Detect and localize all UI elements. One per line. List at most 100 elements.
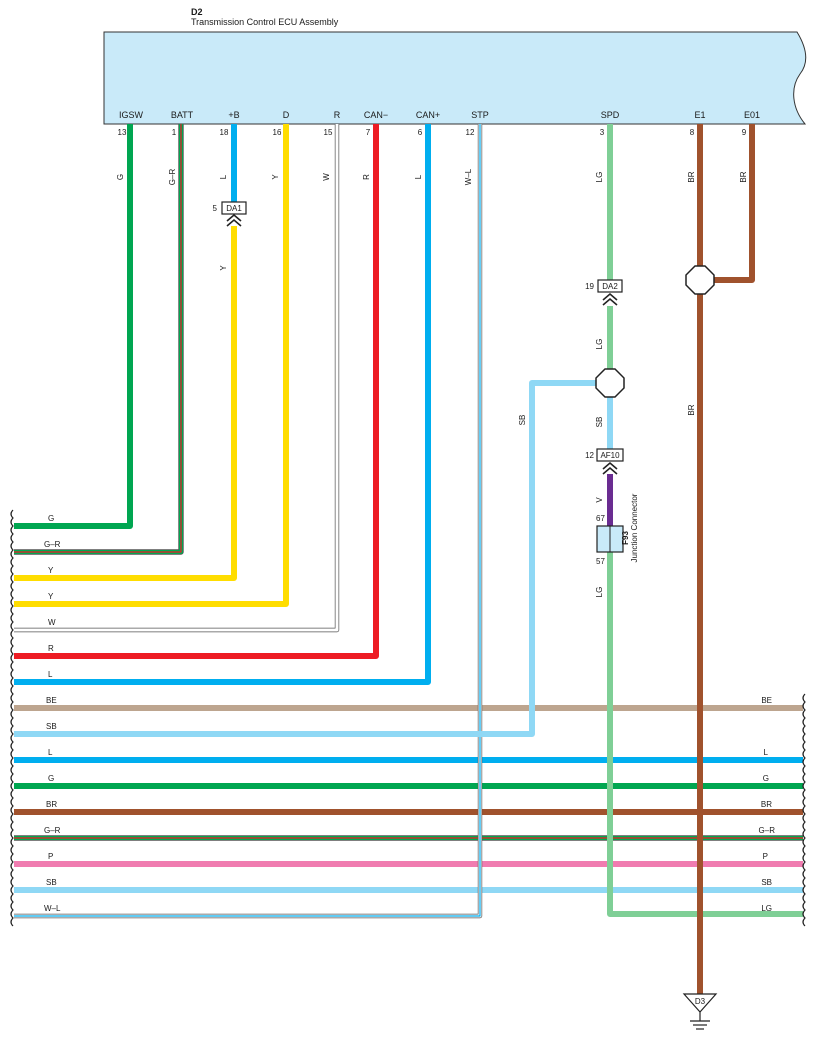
wire-label-d: Y: [271, 174, 280, 180]
break-right: [802, 693, 806, 927]
connector-da2-chevron-icon: [602, 292, 618, 306]
wire-label-spd: LG: [595, 172, 604, 183]
pin-name-plus-b: +B: [228, 110, 239, 120]
pin-name-e1: E1: [694, 110, 705, 120]
bus-label-right: BE: [761, 696, 772, 705]
wire-label-e01: BR: [739, 171, 748, 182]
connector-af10-chevron-icon: [602, 461, 618, 475]
bus-label-left: SB: [46, 722, 57, 731]
wire-label-sb-mid: SB: [595, 417, 604, 428]
junction-connector-name: Junction Connector: [630, 493, 639, 562]
break-left: [10, 509, 14, 927]
bus-label-right: G–R: [759, 826, 776, 835]
pin-number-e1: 8: [690, 128, 695, 137]
connector-af10-pin: 12: [585, 451, 594, 460]
wire-can-plus: [14, 124, 431, 685]
pin-number-plus-b: 18: [220, 128, 229, 137]
bus-label-right: BR: [761, 800, 772, 809]
right-bus-labels: BE L G BR G–R P SB LG: [759, 696, 776, 913]
wire-label-da1-y: Y: [219, 265, 228, 271]
wire-label-sb-left: SB: [518, 415, 527, 426]
wire-batt: [14, 124, 183, 554]
wire-stp-outline: [14, 124, 483, 919]
ground-d3-label: D3: [695, 997, 706, 1006]
wire-d: [14, 124, 289, 607]
connector-da2-box: [597, 279, 623, 293]
pin-number-igsw: 13: [118, 128, 127, 137]
bus-label-left: R: [48, 644, 54, 653]
wire-label-v: V: [595, 497, 604, 503]
connector-da1-pin: 5: [213, 204, 218, 213]
vertical-wire-labels: G G–R L Y W R L W–L LG BR BR Y LG SB SB …: [116, 168, 748, 597]
bus-label-right: P: [763, 852, 768, 861]
pin-name-batt: BATT: [171, 110, 194, 120]
connector-af10-box: [596, 448, 624, 462]
bus-label-left: Y: [48, 566, 54, 575]
connector-da1-chevron-icon: [226, 213, 242, 227]
wire-label-plus-b: L: [219, 174, 228, 179]
pin-name-stp: STP: [471, 110, 489, 120]
bus-label-left: G–R: [44, 826, 61, 835]
wire-batt-stripe: [14, 124, 182, 553]
pin-number-stp: 12: [466, 128, 475, 137]
connector-da2-label: DA2: [602, 282, 618, 291]
pin-name-igsw: IGSW: [119, 110, 144, 120]
pin-name-r: R: [334, 110, 341, 120]
pin-number-r: 15: [324, 128, 333, 137]
pin-number-spd: 3: [600, 128, 605, 137]
bus-label-left: BR: [46, 800, 57, 809]
connector-da1-label: DA1: [226, 204, 242, 213]
connector-da2-pin: 19: [585, 282, 594, 291]
splice-node-e1: [685, 265, 715, 295]
ground-icon: [690, 1012, 710, 1030]
wire-spd-low: [607, 552, 803, 917]
ecu-name: Transmission Control ECU Assembly: [191, 17, 339, 27]
wire-label-e1: BR: [687, 171, 696, 182]
wire-label-igsw: G: [116, 174, 125, 180]
pin-name-can-plus: CAN+: [416, 110, 440, 120]
bus-label-right: L: [764, 748, 769, 757]
bus-label-left: Y: [48, 592, 54, 601]
ground-d3-triangle: [682, 993, 718, 1013]
wire-stp: [14, 124, 482, 918]
bus-label-left: L: [48, 670, 53, 679]
wire-label-lg-low: LG: [595, 587, 604, 598]
pin-number-can-plus: 6: [418, 128, 423, 137]
wire-sb-branch: [14, 380, 598, 737]
connector-af10-label: AF10: [600, 451, 620, 460]
junction-pin-bottom: 57: [596, 557, 605, 566]
bus-label-right: G: [763, 774, 769, 783]
wires-layer: [14, 124, 803, 994]
pin-name-d: D: [283, 110, 290, 120]
junction-connector-code: F93: [621, 531, 630, 545]
junction-pin-top: 67: [596, 514, 605, 523]
bus-label-left: G: [48, 774, 54, 783]
wire-e01: [714, 124, 755, 283]
pin-name-can-minus: CAN−: [364, 110, 388, 120]
wire-igsw: [14, 124, 133, 529]
pin-number-d: 16: [273, 128, 282, 137]
break-marks: [10, 509, 806, 927]
bus-label-left: P: [48, 852, 53, 861]
bus-label-left: BE: [46, 696, 57, 705]
bus-label-left: W–L: [44, 904, 61, 913]
splice-node-sb: [595, 368, 625, 398]
bus-label-left: SB: [46, 878, 57, 887]
wire-label-can-minus: R: [362, 174, 371, 180]
wire-label-br-ground: BR: [687, 404, 696, 415]
wire-batt-outline: [14, 124, 184, 555]
bus-label-left: G–R: [44, 540, 61, 549]
pin-number-e01: 9: [742, 128, 747, 137]
pin-name-e01: E01: [744, 110, 760, 120]
wire-label-r-pin: W: [322, 173, 331, 181]
left-bus-labels: G G–R Y Y W R L BE SB L G BR G–R P SB W–…: [44, 514, 61, 913]
nodes-layer: DA1 5 DA2 19 AF10 12 67 57 F93 Junction …: [213, 201, 718, 1030]
pin-name-spd: SPD: [601, 110, 620, 120]
wire-r-pin: [14, 124, 339, 632]
wire-label-lg-mid: LG: [595, 339, 604, 350]
wire-label-batt: G–R: [168, 169, 177, 186]
ecu-code: D2: [191, 7, 203, 17]
bus-label-left: G: [48, 514, 54, 523]
wire-label-stp: W–L: [464, 168, 473, 185]
